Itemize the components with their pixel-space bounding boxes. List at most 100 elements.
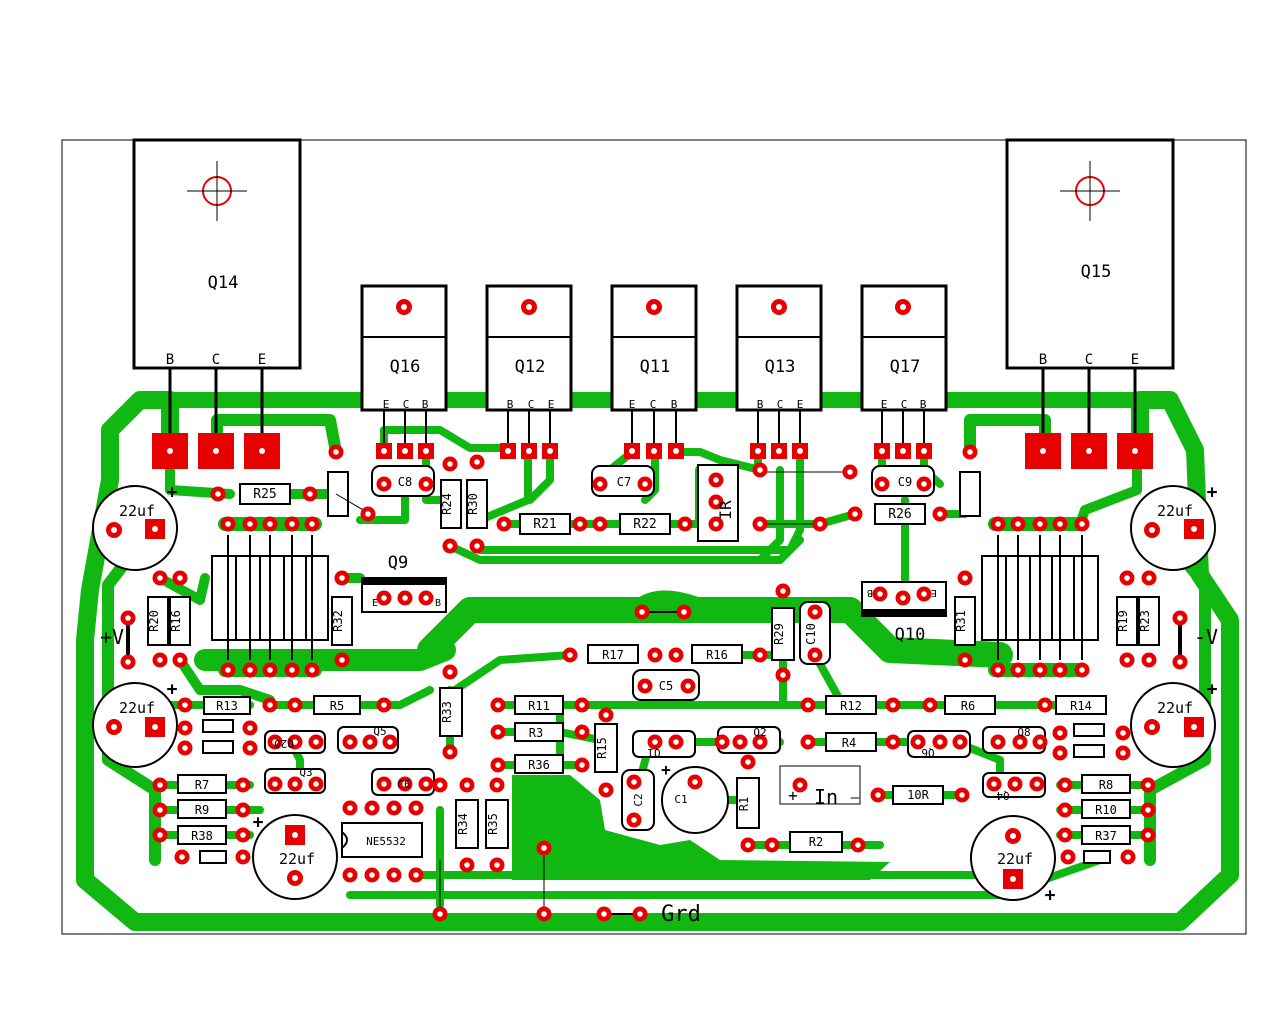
drill-hole	[240, 832, 246, 838]
drill-hole	[915, 739, 921, 745]
drill-hole	[877, 591, 883, 597]
drill-hole	[247, 667, 253, 673]
drill-hole	[597, 521, 603, 527]
label-c10: C10	[804, 623, 818, 645]
polarity-plus: +	[1207, 482, 1218, 503]
drill-hole	[652, 739, 658, 745]
label-r23: R23	[1138, 610, 1152, 632]
drill-hole	[817, 521, 823, 527]
drill-hole	[413, 872, 419, 878]
label-r31: R31	[954, 610, 968, 632]
drill-hole	[681, 609, 687, 615]
q16-label: Q16	[390, 357, 421, 377]
drill-hole	[1145, 832, 1151, 838]
cap-value: 22uf	[119, 502, 155, 520]
drill-hole	[157, 782, 163, 788]
drill-hole	[267, 702, 273, 708]
label-ir: IR	[716, 500, 735, 520]
drill-hole	[921, 481, 927, 487]
q15-pin-e: E	[1131, 352, 1139, 368]
label-r35: R35	[486, 813, 500, 835]
drill-hole	[642, 683, 648, 689]
drill-hole	[1145, 782, 1151, 788]
drill-hole	[875, 792, 881, 798]
label-r24: R24	[440, 493, 454, 515]
label-r11: R11	[528, 699, 550, 713]
label-c7: C7	[617, 475, 631, 489]
drill-hole	[797, 782, 803, 788]
drill-hole	[1037, 667, 1043, 673]
drill-hole	[737, 739, 743, 745]
drill-hole	[1037, 739, 1043, 745]
q13-label: Q13	[765, 357, 796, 377]
drill-hole	[713, 499, 719, 505]
capacitor-22uf-bottom-left: 22uf +	[252, 812, 338, 900]
drill-hole	[272, 781, 278, 787]
drill-hole	[437, 911, 443, 917]
drill-hole	[289, 521, 295, 527]
drill-hole	[157, 832, 163, 838]
q11-pin-c: C	[650, 398, 657, 411]
drill-hole	[423, 781, 429, 787]
drill-hole	[313, 739, 319, 745]
drill-hole	[365, 511, 371, 517]
label-c2: C2	[632, 793, 645, 806]
q14-pin-e: E	[258, 352, 266, 368]
q16-driver-transistor: Q16 E C B	[360, 284, 448, 459]
q14-power-transistor: Q14 B C E	[132, 138, 302, 469]
q12-pin-e: E	[548, 398, 555, 411]
label-r8: R8	[1099, 778, 1113, 792]
drill-hole	[125, 615, 131, 621]
drill-hole	[757, 652, 763, 658]
drill-hole	[1079, 667, 1085, 673]
drill-hole	[447, 543, 453, 549]
cap-value: 22uf	[1157, 502, 1193, 520]
q11-driver-transistor: Q11 E C B	[610, 284, 698, 459]
drill-hole	[541, 845, 547, 851]
drill-hole	[179, 854, 185, 860]
label-r2: R2	[809, 835, 823, 849]
polarity-plus-c1: +	[661, 760, 671, 779]
cap-value: 22uf	[279, 850, 315, 868]
q16-pin-b: B	[422, 398, 429, 411]
drill-hole	[890, 739, 896, 745]
q11-pin-b: B	[671, 398, 678, 411]
label-r37: R37	[1095, 829, 1117, 843]
drill-hole	[962, 575, 968, 581]
drill-hole	[1042, 702, 1048, 708]
right-emitter-resistor-bank	[981, 535, 1099, 660]
drill-hole	[1034, 781, 1040, 787]
drill-hole	[177, 657, 183, 663]
q17-pin-e: E	[881, 398, 888, 411]
q13-pin-c: C	[777, 398, 784, 411]
drill-hole	[642, 481, 648, 487]
drill-hole	[391, 805, 397, 811]
drill-hole	[339, 657, 345, 663]
drill-hole	[995, 521, 1001, 527]
drill-hole	[1037, 521, 1043, 527]
polarity-plus: +	[167, 679, 178, 700]
drill-hole	[1146, 657, 1152, 663]
label-plus-v: +V	[100, 625, 124, 649]
drill-hole	[347, 805, 353, 811]
left-emitter-resistor-bank	[211, 535, 329, 660]
label-r32: R32	[331, 610, 345, 632]
drill-hole	[309, 667, 315, 673]
drill-hole	[494, 862, 500, 868]
q13-pin-e: E	[797, 398, 804, 411]
q14-pin-c: C	[212, 352, 220, 368]
drill-hole	[673, 652, 679, 658]
drill-hole	[225, 521, 231, 527]
drill-hole	[879, 481, 885, 487]
cap-value: 22uf	[997, 850, 1033, 868]
drill-hole	[1062, 832, 1068, 838]
label-c8: C8	[398, 475, 412, 489]
drill-hole	[289, 667, 295, 673]
drill-hole	[603, 712, 609, 718]
drill-hole	[852, 511, 858, 517]
capacitor-22uf-mid-right: 22uf +	[1130, 679, 1218, 768]
drill-hole	[1062, 807, 1068, 813]
drill-hole	[347, 739, 353, 745]
drill-hole	[333, 449, 339, 455]
